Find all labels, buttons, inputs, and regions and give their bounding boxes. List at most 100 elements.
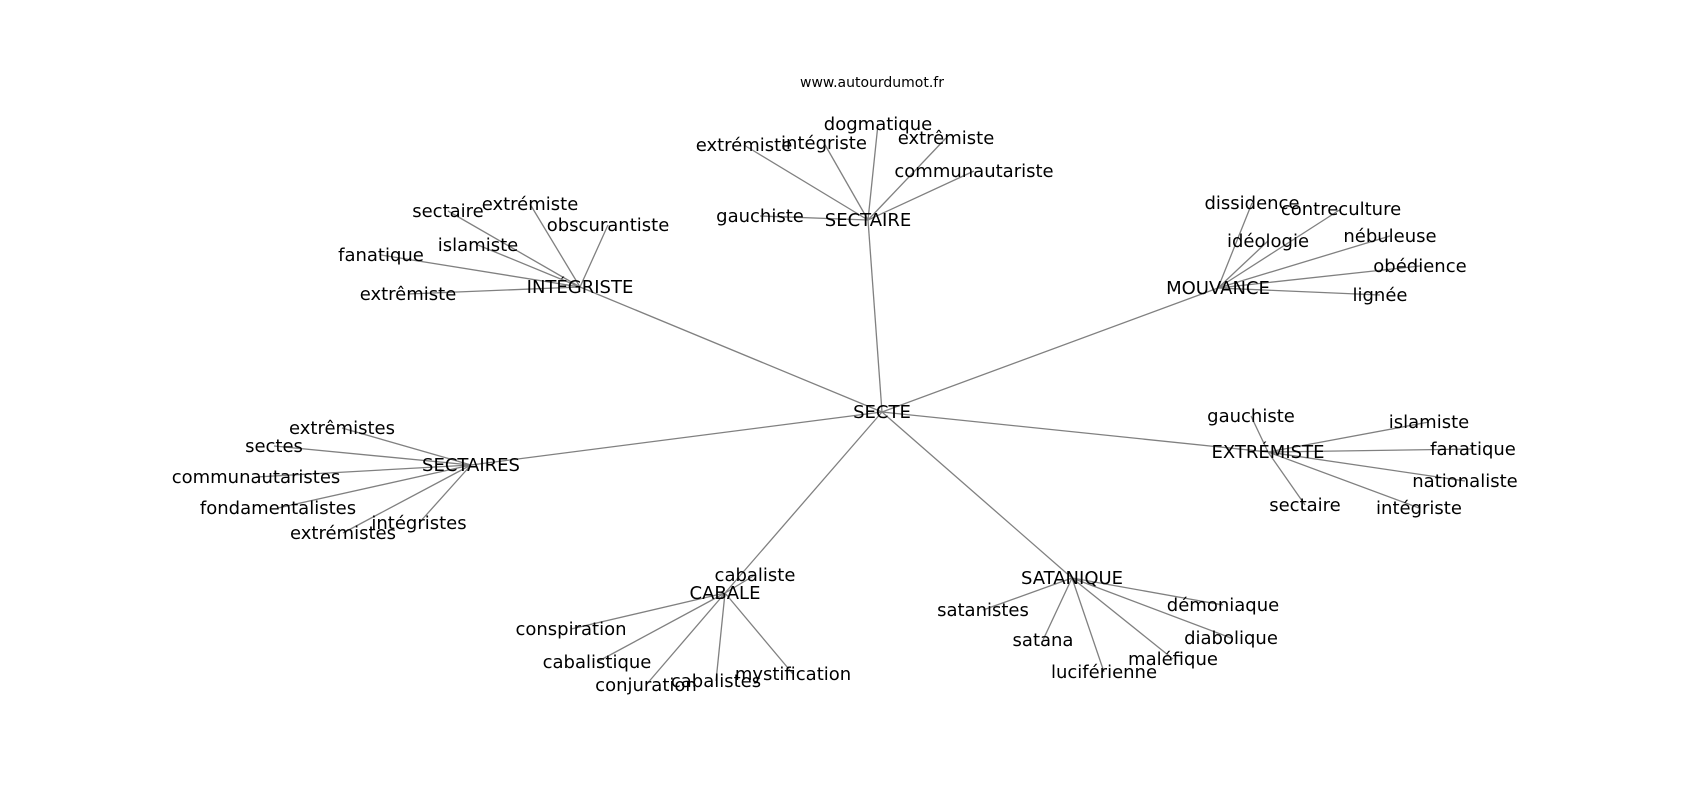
center-word[interactable]: SECTE [853, 402, 911, 423]
leaf-word[interactable]: gauchiste [1207, 406, 1295, 427]
edge-hub-leaf [715, 592, 726, 682]
leaf-word[interactable]: gauchiste [716, 206, 804, 227]
leaf-word[interactable]: luciférienne [1051, 662, 1157, 683]
edge-hub-leaf [596, 592, 726, 663]
edge-hub-leaf [1217, 208, 1342, 289]
leaf-word[interactable]: communautariste [894, 161, 1053, 182]
edge-center-hub [579, 286, 883, 413]
leaf-word[interactable]: dissidence [1204, 193, 1299, 214]
leaf-word[interactable]: intégriste [781, 133, 867, 154]
hub-word[interactable]: EXTRÉMISTE [1212, 441, 1325, 463]
edge-center-hub [881, 411, 1073, 579]
hub-word[interactable]: SATANIQUE [1021, 568, 1123, 589]
hub-word[interactable]: SECTAIRE [825, 210, 911, 231]
edge-hub-leaf [447, 210, 581, 288]
edge-hub-leaf [1267, 448, 1474, 453]
leaf-word[interactable]: sectaire [1269, 495, 1341, 516]
edge-hub-leaf [1217, 240, 1269, 289]
site-label: www.autourdumot.fr [800, 75, 944, 91]
edge-hub-leaf [1267, 451, 1306, 506]
leaf-word[interactable]: idéologie [1227, 231, 1309, 252]
edge-hub-leaf [255, 464, 472, 478]
leaf-word[interactable]: obédience [1373, 256, 1466, 277]
edge-hub-leaf [418, 464, 472, 524]
hub-word[interactable]: MOUVANCE [1166, 278, 1270, 299]
edge-hub-leaf [1217, 235, 1391, 289]
leaf-word[interactable]: extrêmiste [360, 284, 457, 305]
leaf-word[interactable]: islamiste [438, 235, 518, 256]
leaf-word[interactable]: islamiste [1389, 412, 1469, 433]
edge-hub-leaf [1217, 287, 1381, 296]
edge-hub-leaf [823, 142, 869, 221]
leaf-word[interactable]: maléfique [1128, 649, 1218, 670]
edge-hub-leaf [724, 592, 794, 675]
leaf-word[interactable]: sectes [245, 436, 303, 457]
leaf-word[interactable]: extrémiste [696, 135, 793, 156]
edge-hub-leaf [342, 464, 472, 534]
edge-hub-leaf [1071, 577, 1232, 639]
leaf-word[interactable]: nébuleuse [1343, 226, 1436, 247]
leaf-word[interactable]: obscurantiste [547, 215, 670, 236]
edge-hub-leaf [1071, 577, 1174, 660]
edge-hub-leaf [579, 224, 609, 288]
edge-hub-leaf [570, 592, 726, 630]
edge-hub-leaf [1217, 202, 1253, 289]
leaf-word[interactable]: intégristes [371, 513, 466, 534]
leaf-word[interactable]: mystification [735, 664, 851, 685]
leaf-word[interactable]: dogmatique [824, 114, 932, 135]
edge-hub-leaf [529, 203, 581, 288]
edge-hub-leaf [477, 244, 581, 288]
leaf-word[interactable]: satanistes [937, 600, 1029, 621]
leaf-word[interactable]: nationaliste [1412, 471, 1517, 492]
leaf-word[interactable]: satana [1013, 630, 1074, 651]
leaf-word[interactable]: extrêmistes [289, 418, 395, 439]
edge-center-hub [470, 411, 883, 466]
edge-hub-leaf [982, 577, 1073, 611]
edge-hub-leaf [1250, 415, 1269, 453]
leaf-word[interactable]: cabaliste [715, 565, 796, 586]
edge-center-hub [881, 411, 1269, 453]
edge-hub-leaf [1217, 265, 1421, 289]
leaf-word[interactable]: fondamentalistes [200, 498, 356, 519]
leaf-word[interactable]: cabalistes [671, 671, 761, 692]
leaf-word[interactable]: extrêmiste [898, 128, 995, 149]
leaf-word[interactable]: lignée [1353, 285, 1408, 306]
hub-word[interactable]: CABALE [690, 583, 761, 604]
leaf-word[interactable]: contreculture [1281, 199, 1401, 220]
edge-hub-leaf [1071, 577, 1105, 673]
edge-hub-leaf [743, 144, 869, 221]
edge-center-hub [724, 411, 883, 594]
leaf-word[interactable]: démoniaque [1167, 595, 1279, 616]
leaf-word[interactable]: conspiration [515, 619, 626, 640]
hub-word[interactable]: SECTAIRES [422, 455, 520, 476]
hub-word[interactable]: INTÉGRISTE [527, 276, 634, 298]
leaf-word[interactable]: extrémiste [482, 194, 579, 215]
edge-center-hub [867, 219, 883, 413]
leaf-word[interactable]: fanatique [1430, 439, 1516, 460]
edge-hub-leaf [380, 254, 581, 288]
leaf-word[interactable]: diabolique [1184, 628, 1278, 649]
edge-hub-leaf [1042, 577, 1073, 641]
leaf-word[interactable]: conjuration [595, 675, 697, 696]
edge-hub-leaf [867, 170, 975, 221]
leaf-word[interactable]: intégriste [1376, 498, 1462, 519]
edge-hub-leaf [759, 215, 869, 221]
edge-hub-leaf [407, 286, 581, 295]
edge-hub-leaf [724, 574, 756, 594]
leaf-word[interactable]: fanatique [338, 245, 424, 266]
edge-hub-leaf [1267, 451, 1466, 482]
leaf-word[interactable]: communautaristes [172, 467, 341, 488]
edge-hub-leaf [1267, 451, 1420, 509]
edge-hub-leaf [867, 137, 947, 221]
leaf-word[interactable]: cabalistique [543, 652, 652, 673]
edge-hub-leaf [277, 464, 472, 509]
edge-hub-leaf [341, 427, 472, 466]
leaf-word[interactable]: extrémistes [290, 523, 396, 544]
edge-hub-leaf [645, 592, 726, 686]
edge-hub-leaf [1071, 577, 1224, 606]
edge-hub-leaf [273, 445, 472, 466]
leaf-word[interactable]: sectaire [412, 201, 484, 222]
edge-hub-leaf [867, 123, 879, 221]
